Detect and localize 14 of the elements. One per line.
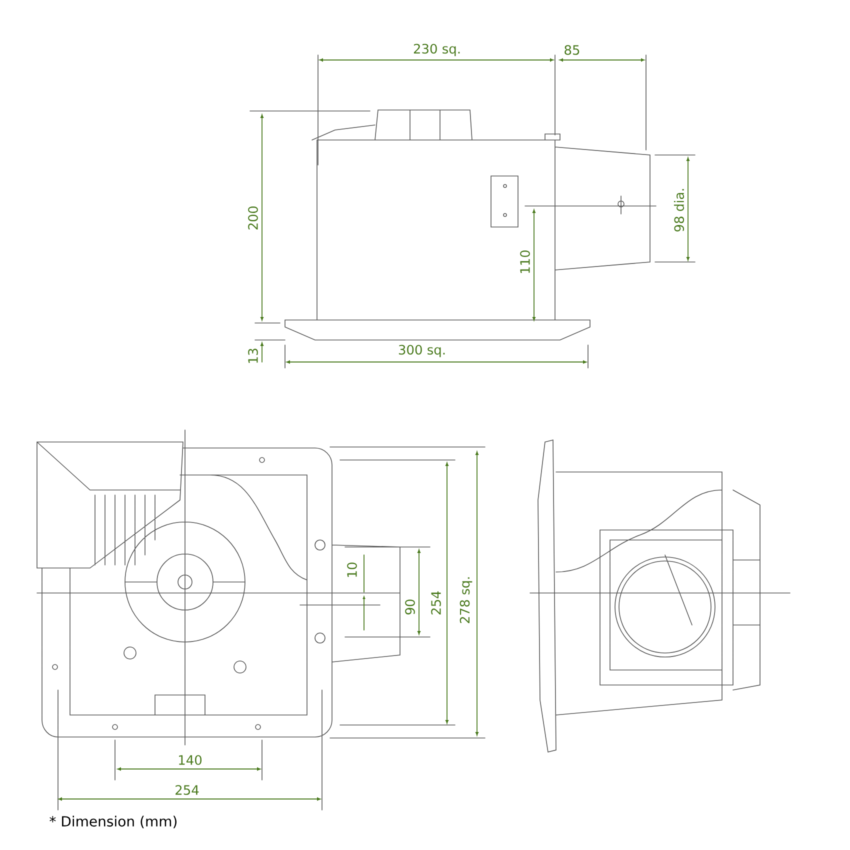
dimension-label: 278 sq. bbox=[460, 577, 472, 624]
dimension-label: 85 bbox=[564, 45, 580, 55]
dimension-label: 300 sq. bbox=[398, 344, 445, 358]
dimension-label: 200 bbox=[248, 206, 258, 230]
dimension-label: 254 bbox=[431, 591, 441, 614]
dimension-label: 98 dia. bbox=[674, 189, 684, 232]
dimension-label: 10 bbox=[347, 562, 357, 577]
dimension-label: 140 bbox=[179, 755, 202, 765]
dimension-label: 230 sq. bbox=[414, 44, 460, 56]
dimension-label: 13 bbox=[248, 348, 258, 363]
dimension-label: 90 bbox=[405, 600, 415, 614]
dimension-label: 110 bbox=[520, 250, 530, 273]
note-text: * Dimension (mm) bbox=[50, 816, 177, 828]
dimension-label: 254 bbox=[176, 785, 199, 795]
